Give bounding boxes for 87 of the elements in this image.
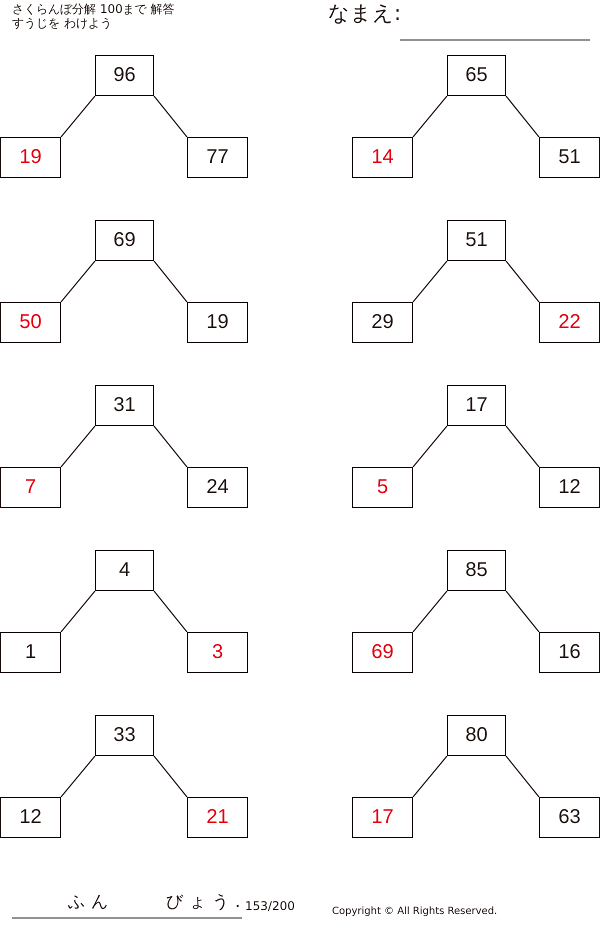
number-box — [352, 797, 413, 838]
number-text: 5 — [376, 476, 388, 499]
number-text: 1 — [24, 641, 36, 664]
number-box — [352, 302, 413, 343]
number-box — [447, 220, 506, 261]
number-text: 80 — [465, 724, 488, 747]
number-text: 77 — [206, 146, 229, 169]
connector-line — [60, 756, 96, 798]
connector-line — [60, 590, 96, 632]
page-number: 153/200 — [245, 900, 295, 914]
connector-line — [412, 96, 448, 138]
worksheet-title: さくらんぼ分解 100まで 解答 — [12, 3, 175, 16]
number-box — [0, 632, 61, 673]
number-text: 24 — [206, 476, 229, 499]
connector-line — [154, 260, 188, 302]
connector-line — [412, 756, 448, 798]
number-box — [187, 302, 248, 343]
number-text: 14 — [371, 146, 394, 169]
number-box — [539, 302, 600, 343]
number-box — [352, 467, 413, 508]
name-label: なまえ: — [328, 2, 402, 26]
number-box — [95, 385, 154, 426]
number-text: 50 — [19, 311, 42, 334]
number-text: 51 — [465, 229, 488, 252]
number-text: 12 — [558, 476, 581, 499]
number-text: 51 — [558, 146, 581, 169]
number-box — [95, 220, 154, 261]
connector-line — [154, 756, 188, 798]
number-box — [447, 550, 506, 591]
seconds-label: びょう. — [166, 893, 246, 912]
number-box — [187, 137, 248, 178]
instruction-text: すうじを わけよう — [12, 17, 112, 30]
connector-line — [506, 426, 540, 468]
connector-line — [506, 590, 540, 632]
number-box — [352, 632, 413, 673]
number-box — [95, 55, 154, 96]
number-text: 69 — [113, 229, 136, 252]
minutes-label: ふん — [68, 893, 114, 912]
number-box — [0, 467, 61, 508]
number-box — [0, 797, 61, 838]
number-box — [187, 467, 248, 508]
connector-line — [154, 96, 188, 138]
number-text: 21 — [206, 806, 229, 829]
number-text: 17 — [465, 394, 488, 417]
number-box — [539, 632, 600, 673]
connector-line — [506, 756, 540, 798]
number-text: 63 — [558, 806, 581, 829]
number-box — [352, 137, 413, 178]
connector-line — [60, 426, 96, 468]
number-box — [539, 137, 600, 178]
number-box — [187, 797, 248, 838]
number-text: 65 — [465, 64, 488, 87]
number-text: 19 — [19, 146, 42, 169]
number-box — [447, 715, 506, 756]
connector-line — [60, 96, 96, 138]
connector-line — [506, 260, 540, 302]
number-box — [95, 550, 154, 591]
connector-line — [412, 590, 448, 632]
number-text: 12 — [19, 806, 42, 829]
connector-line — [60, 260, 96, 302]
number-text: 19 — [206, 311, 229, 334]
connector-line — [506, 96, 540, 138]
number-text: 69 — [371, 641, 394, 664]
number-text: 3 — [212, 641, 224, 664]
number-box — [539, 467, 600, 508]
number-text: 85 — [465, 559, 488, 582]
connector-line — [412, 260, 448, 302]
number-text: 17 — [371, 806, 394, 829]
number-text: 31 — [113, 394, 136, 417]
number-box — [187, 632, 248, 673]
number-box — [0, 137, 61, 178]
connector-line — [154, 426, 188, 468]
number-box — [447, 55, 506, 96]
number-text: 7 — [24, 476, 36, 499]
number-text: 22 — [558, 311, 581, 334]
number-box — [0, 302, 61, 343]
number-text: 16 — [558, 641, 581, 664]
number-text: 4 — [118, 559, 130, 582]
connector-line — [412, 426, 448, 468]
copyright-notice: Copyright © All Rights Reserved. — [332, 906, 498, 917]
number-text: 96 — [113, 64, 136, 87]
number-text: 33 — [113, 724, 136, 747]
number-text: 29 — [371, 311, 394, 334]
connector-line — [154, 590, 188, 632]
number-box — [95, 715, 154, 756]
number-box — [539, 797, 600, 838]
number-box — [447, 385, 506, 426]
